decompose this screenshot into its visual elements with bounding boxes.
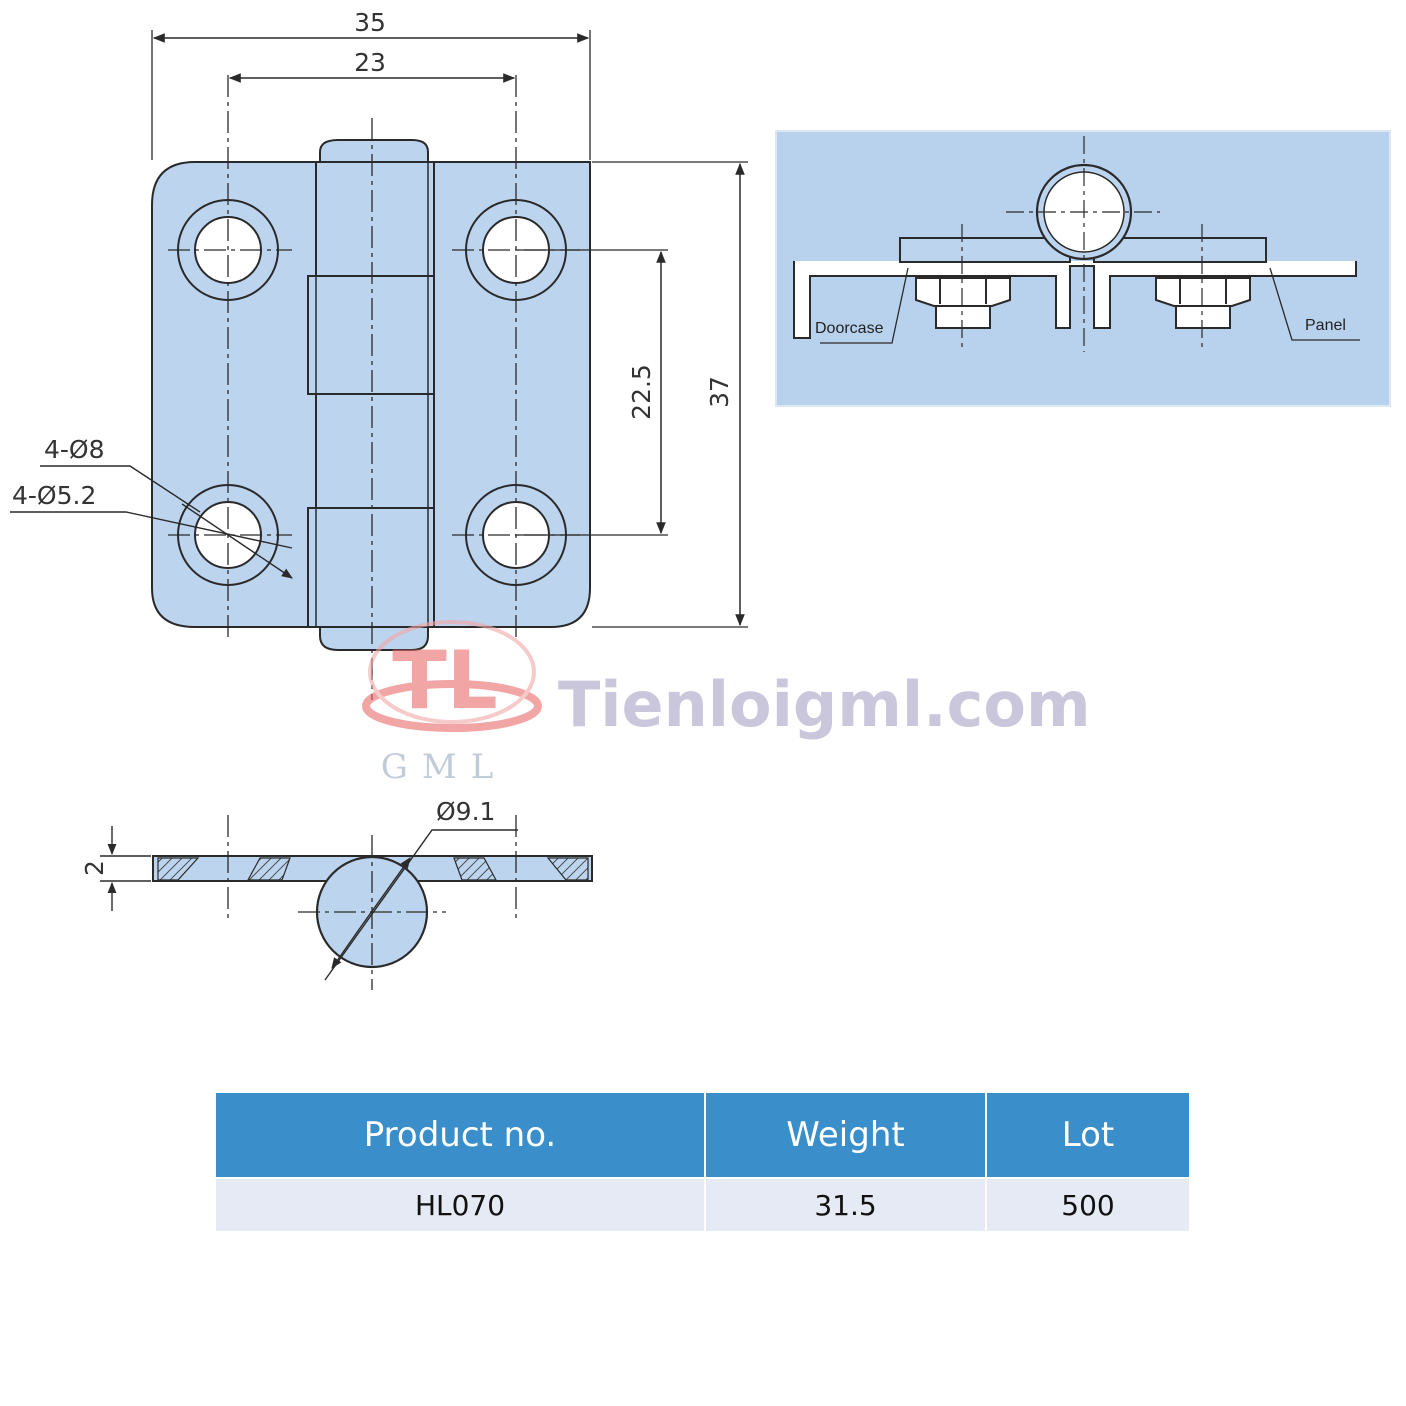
- spec-table: Product no. Weight Lot HL070 31.5 500: [216, 1093, 1189, 1231]
- dim-thickness: 2: [80, 860, 109, 876]
- tienloi-watermark: TL GML Tienloigml.com: [362, 620, 1091, 787]
- logo-letters: TL: [392, 634, 498, 727]
- dim-inner-hole: 4-Ø5.2: [12, 481, 96, 510]
- dim-width-overall: 35: [354, 8, 386, 37]
- dim-outer-hole: 4-Ø8: [44, 435, 105, 464]
- cell-lot: 500: [986, 1177, 1189, 1231]
- knuckle-segment: [315, 393, 435, 509]
- watermark-site: Tienloigml.com: [558, 668, 1091, 741]
- logo-swoosh: [362, 680, 542, 732]
- installation-detail: Doorcase Panel: [775, 130, 1391, 407]
- knuckle-segment: [307, 507, 435, 628]
- knuckle-segment: [307, 275, 435, 395]
- dim-pin: Ø9.1: [436, 797, 495, 826]
- dim-height-overall: 37: [705, 376, 734, 408]
- header-product-no: Product no.: [216, 1093, 706, 1178]
- header-lot: Lot: [986, 1093, 1189, 1178]
- label-doorcase: Doorcase: [815, 320, 884, 337]
- dim-width-holes: 23: [354, 48, 386, 77]
- pin-cap-top: [319, 139, 429, 163]
- logo-sub: GML: [381, 747, 508, 787]
- centerlines: [168, 75, 580, 700]
- label-panel: Panel: [1305, 317, 1346, 334]
- cell-product-no: HL070: [216, 1177, 706, 1231]
- hinge-front-view: 35 23 22.5 37 4-Ø8 4-Ø5.2: [10, 8, 748, 700]
- hinge-side-view: Ø9.1 2: [80, 797, 593, 990]
- header-weight: Weight: [705, 1093, 987, 1178]
- table-row: HL070 31.5 500: [216, 1177, 1189, 1231]
- knuckle-segment: [315, 161, 435, 277]
- table-header-row: Product no. Weight Lot: [216, 1093, 1189, 1178]
- hinge-technical-drawing: 35 23 22.5 37 4-Ø8 4-Ø5.2 Ø9.1: [10, 8, 1391, 990]
- dim-height-holes: 22.5: [627, 364, 656, 420]
- cell-weight: 31.5: [705, 1177, 987, 1231]
